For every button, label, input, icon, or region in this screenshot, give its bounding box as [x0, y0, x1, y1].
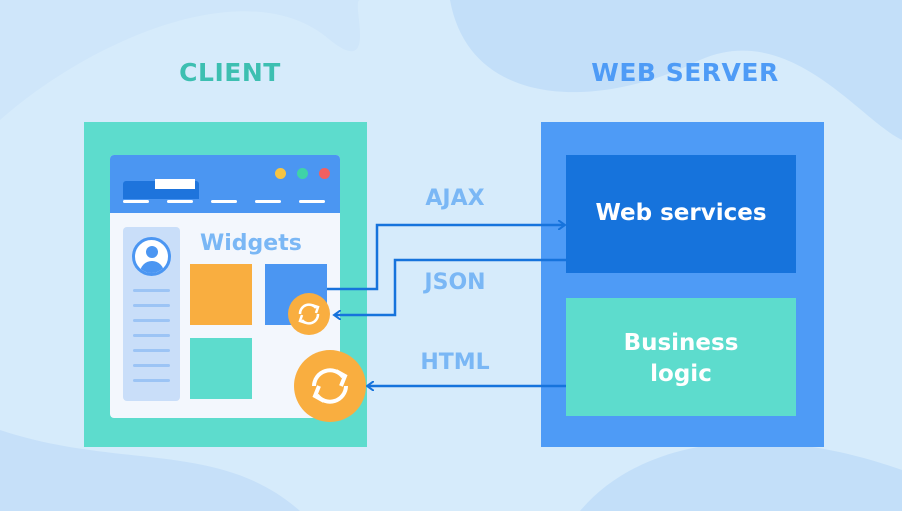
widgets-label: Widgets — [200, 231, 302, 256]
menu-dash — [123, 200, 149, 203]
menu-dash — [255, 200, 281, 203]
sidebar-line — [133, 304, 170, 307]
window-dot-yellow — [275, 168, 286, 179]
client-heading: CLIENT — [179, 58, 281, 87]
sidebar-line — [133, 334, 170, 337]
widget-orange — [190, 264, 252, 325]
sidebar-line — [133, 379, 170, 382]
sidebar-line — [133, 319, 170, 322]
avatar-icon — [132, 237, 171, 276]
html-label: HTML — [420, 350, 490, 375]
widget-teal — [190, 338, 252, 399]
sidebar-line — [133, 364, 170, 367]
business-logic-line1: Business — [623, 330, 739, 356]
window-dot-red — [319, 168, 330, 179]
menu-dash — [299, 200, 325, 203]
sidebar — [123, 227, 180, 401]
web-services-label: Web services — [595, 200, 767, 226]
menu-dash — [167, 200, 193, 203]
avatar-body — [140, 261, 164, 273]
refresh-icon-large — [294, 350, 366, 422]
web-server-heading: WEB SERVER — [591, 58, 779, 87]
ajax-label: AJAX — [425, 186, 485, 211]
browser-tab-notch — [155, 179, 195, 189]
sidebar-line — [133, 349, 170, 352]
refresh-icon-small — [288, 293, 330, 335]
business-logic-label: Business logic — [566, 328, 796, 390]
web-services-box: Web services — [566, 155, 796, 273]
business-logic-box: Business logic — [566, 298, 796, 416]
sidebar-line — [133, 289, 170, 292]
json-arrow — [335, 258, 566, 315]
menu-dash — [211, 200, 237, 203]
avatar-head — [146, 246, 158, 258]
json-label: JSON — [424, 270, 486, 295]
window-dot-green — [297, 168, 308, 179]
ajax-arrow — [327, 225, 564, 291]
business-logic-line2: logic — [650, 361, 712, 387]
